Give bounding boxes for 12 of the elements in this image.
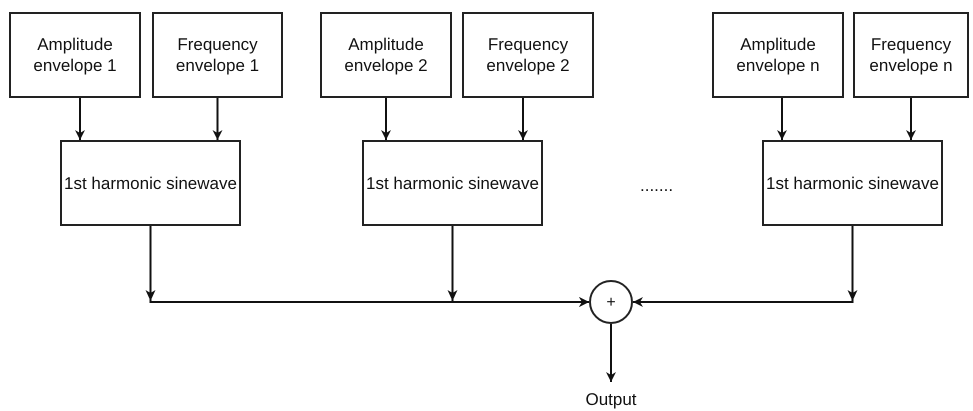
process-box: Frequency envelope 2: [462, 12, 594, 98]
process-box: 1st harmonic sinewave: [362, 140, 543, 226]
sum-circle: +: [589, 280, 633, 324]
process-box: 1st harmonic sinewave: [762, 140, 943, 226]
process-box: Amplitude envelope 2: [320, 12, 452, 98]
process-box: Amplitude envelope n: [712, 12, 844, 98]
process-box: Frequency envelope 1: [152, 12, 283, 98]
process-box: Frequency envelope n: [853, 12, 969, 98]
ellipsis: .......: [640, 176, 674, 196]
process-box: Amplitude envelope 1: [9, 12, 141, 98]
output-label: Output: [580, 388, 642, 410]
process-box: 1st harmonic sinewave: [60, 140, 241, 226]
